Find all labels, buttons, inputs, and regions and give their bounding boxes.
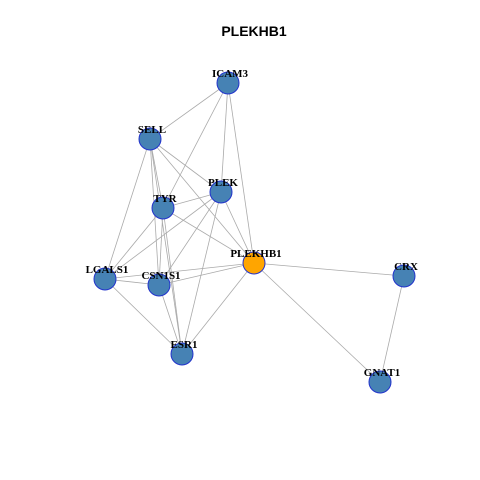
node-circle-csn1s1[interactable] — [147, 273, 171, 297]
edge-sell-esr1 — [149, 138, 183, 355]
edge-tyr-plekhb1 — [162, 207, 255, 264]
node-label-gnat1: GNAT1 — [364, 367, 400, 379]
edge-icam3-sell — [149, 82, 229, 140]
node-csn1s1[interactable]: CSN1S1 — [141, 270, 181, 297]
node-circle-sell[interactable] — [138, 127, 162, 151]
edge-plekhb1-crx — [253, 262, 405, 277]
edge-sell-tyr — [149, 138, 164, 209]
node-circle-plek[interactable] — [209, 180, 233, 204]
node-label-sell: SELL — [138, 124, 166, 136]
node-lgals1[interactable]: LGALS1 — [86, 264, 129, 291]
edge-tyr-esr1 — [162, 207, 183, 355]
edge-plekhb1-csn1s1 — [158, 262, 255, 286]
node-label-lgals1: LGALS1 — [86, 264, 129, 276]
node-plek[interactable]: PLEK — [208, 177, 238, 204]
edge-crx-gnat1 — [379, 275, 405, 383]
edge-lgals1-esr1 — [104, 278, 183, 355]
node-label-plekhb1: PLEKHB1 — [230, 248, 281, 260]
node-esr1[interactable]: ESR1 — [170, 339, 198, 366]
node-circle-esr1[interactable] — [170, 342, 194, 366]
edge-icam3-plek — [220, 82, 229, 193]
node-label-crx: CRX — [394, 261, 418, 273]
edge-csn1s1-esr1 — [158, 284, 183, 355]
node-circle-gnat1[interactable] — [368, 370, 392, 394]
edge-sell-lgals1 — [104, 138, 151, 280]
edge-plekhb1-esr1 — [181, 262, 255, 355]
node-icam3[interactable]: ICAM3 — [212, 68, 249, 95]
edge-tyr-csn1s1 — [158, 207, 164, 286]
node-label-esr1: ESR1 — [171, 339, 198, 351]
diagram-title: PLEKHB1 — [221, 23, 287, 39]
node-circle-lgals1[interactable] — [93, 267, 117, 291]
node-circle-tyr[interactable] — [151, 196, 175, 220]
node-gnat1[interactable]: GNAT1 — [364, 367, 400, 394]
edges-layer — [104, 82, 405, 383]
edge-sell-plekhb1 — [149, 138, 255, 264]
edge-plekhb1-gnat1 — [253, 262, 381, 383]
edge-plek-esr1 — [181, 191, 222, 355]
edge-icam3-plekhb1 — [227, 82, 255, 264]
node-crx[interactable]: CRX — [392, 261, 418, 288]
node-plekhb1[interactable]: PLEKHB1 — [230, 248, 282, 275]
edge-plek-lgals1 — [104, 191, 222, 280]
edge-plek-plekhb1 — [220, 191, 255, 264]
node-label-csn1s1: CSN1S1 — [141, 270, 180, 282]
edge-icam3-tyr — [162, 82, 229, 209]
node-sell[interactable]: SELL — [138, 124, 166, 151]
node-circle-plekhb1[interactable] — [242, 251, 266, 275]
edge-tyr-lgals1 — [104, 207, 164, 280]
edge-plekhb1-lgals1 — [104, 262, 255, 280]
node-label-icam3: ICAM3 — [212, 68, 249, 80]
node-label-tyr: TYR — [153, 193, 177, 205]
edge-plek-csn1s1 — [158, 191, 222, 286]
edge-sell-plek — [149, 138, 222, 193]
node-label-plek: PLEK — [208, 177, 238, 189]
node-circle-crx[interactable] — [392, 264, 416, 288]
node-circle-icam3[interactable] — [216, 71, 240, 95]
node-tyr[interactable]: TYR — [151, 193, 178, 220]
